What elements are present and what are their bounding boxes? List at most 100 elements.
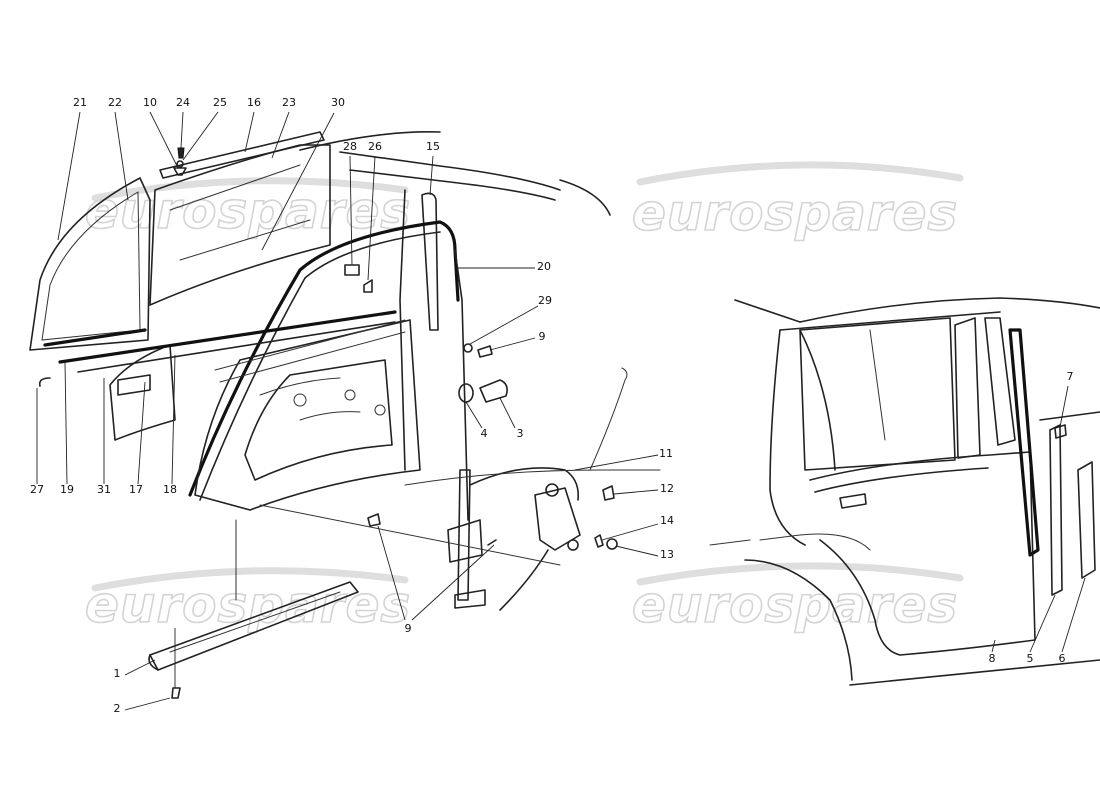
- leader-line-8: [991, 639, 996, 653]
- door-front-section: [109, 344, 176, 441]
- callout-label-7: 7: [1067, 370, 1074, 383]
- callout-label-26: 26: [368, 140, 382, 153]
- rear-vent-window: [954, 317, 981, 459]
- roof-inner-line: [779, 311, 1001, 331]
- leader-line-11: [574, 454, 659, 471]
- callout-label-22: 22: [108, 96, 122, 109]
- sill-clip-2: [171, 687, 181, 699]
- regulator-motor: [534, 487, 581, 551]
- roof-rail: [339, 151, 561, 191]
- door-window-glass: [149, 131, 331, 306]
- leader-line-19: [64, 361, 68, 485]
- callout-label-28: 28: [343, 140, 357, 153]
- callout-label-19: 19: [60, 483, 74, 496]
- leader-line-25: [182, 111, 219, 161]
- leader-line-4: [465, 401, 483, 429]
- callout-label-6: 6: [1059, 652, 1066, 665]
- sill-line: [404, 469, 661, 486]
- callout-label-30: 30: [331, 96, 345, 109]
- washer-29: [463, 343, 473, 353]
- watermark-swoosh: [91, 567, 409, 592]
- leader-line-21: [57, 111, 81, 241]
- body-crease: [1039, 411, 1100, 421]
- regulator-foot: [454, 589, 486, 609]
- leader-line-16: [244, 111, 255, 153]
- callout-label-10: 10: [143, 96, 157, 109]
- regulator-bracket: [447, 519, 483, 563]
- sill-trim-holes: [169, 591, 341, 653]
- sill-trim-strip: [149, 581, 359, 671]
- leader-line-5: [1029, 594, 1056, 653]
- watermark-swoosh: [636, 562, 964, 586]
- watermark-swoosh: [636, 161, 964, 186]
- vent-glass-seal: [43, 328, 147, 347]
- watermark-text: eurospares: [85, 576, 411, 634]
- floor-line: [259, 504, 561, 566]
- bushing-3: [479, 379, 508, 403]
- nut-14: [594, 534, 604, 548]
- leader-line-1: [124, 659, 156, 676]
- glass-top-channel: [159, 131, 325, 179]
- leader-line-18: [171, 354, 176, 485]
- callout-label-25: 25: [213, 96, 227, 109]
- callout-label-13: 13: [660, 548, 674, 561]
- regulator-rail: [457, 469, 471, 601]
- bolt-9-lower: [487, 539, 497, 546]
- leader-line-22: [114, 111, 129, 201]
- callout-label-27: 27: [30, 483, 44, 496]
- leader-line-12: [613, 489, 659, 495]
- leader-line-30: [261, 112, 335, 251]
- callout-label-8: 8: [989, 652, 996, 665]
- door-frame-inner: [199, 231, 441, 501]
- roof-line: [299, 131, 441, 151]
- callout-label-3: 3: [517, 427, 524, 440]
- callout-label-20: 20: [537, 260, 551, 273]
- callout-label-9a: 9: [539, 330, 546, 343]
- callout-label-24: 24: [176, 96, 190, 109]
- callout-label-31: 31: [97, 483, 111, 496]
- callout-label-16: 16: [247, 96, 261, 109]
- door-frame-seal: [188, 220, 460, 497]
- windshield-line: [734, 299, 801, 323]
- belt-clip: [117, 374, 151, 396]
- callout-label-9b: 9: [405, 622, 412, 635]
- watermark-swoosh: [91, 177, 409, 202]
- leader-line-10: [149, 111, 179, 169]
- sill-trim: [148, 581, 359, 699]
- callout-label-29: 29: [538, 294, 552, 307]
- leader-line-7: [1059, 385, 1069, 428]
- watermark-text: eurospares: [632, 184, 958, 242]
- panel-hole: [344, 389, 356, 401]
- callout-label-21: 21: [73, 96, 87, 109]
- door-belt-line: [214, 319, 406, 383]
- callout-label-12: 12: [660, 482, 674, 495]
- lower-body-line: [759, 533, 871, 551]
- window-channel-rear: [421, 192, 439, 331]
- leader-line-13: [615, 545, 659, 557]
- callout-label-23: 23: [282, 96, 296, 109]
- washer-25: [176, 160, 184, 168]
- body-flange: [589, 367, 628, 471]
- vent-glass-pane: [41, 191, 141, 341]
- outer-belt-moulding: [58, 310, 397, 364]
- callout-label-17: 17: [129, 483, 143, 496]
- grommet-12: [602, 485, 615, 501]
- watermark-text: eurospares: [85, 182, 411, 240]
- guide-26: [363, 279, 373, 293]
- door-frame-rear: [454, 249, 469, 521]
- regulator-cable: [469, 467, 580, 501]
- door-inner-panel: [109, 319, 421, 511]
- leader-line-28: [349, 155, 353, 266]
- ground-hint: [709, 539, 751, 546]
- door-window-rear-post: [799, 329, 836, 471]
- leader-line-9b: [377, 525, 406, 621]
- vent-glass-frame: [29, 177, 151, 351]
- callout-label-11: 11: [659, 447, 673, 460]
- callout-label-18: 18: [163, 483, 177, 496]
- leader-line-29: [469, 305, 539, 345]
- motor-hub: [567, 539, 579, 551]
- callout-label-5: 5: [1027, 652, 1034, 665]
- body-rear-curve: [559, 179, 611, 216]
- leader-line-9b: [411, 544, 495, 621]
